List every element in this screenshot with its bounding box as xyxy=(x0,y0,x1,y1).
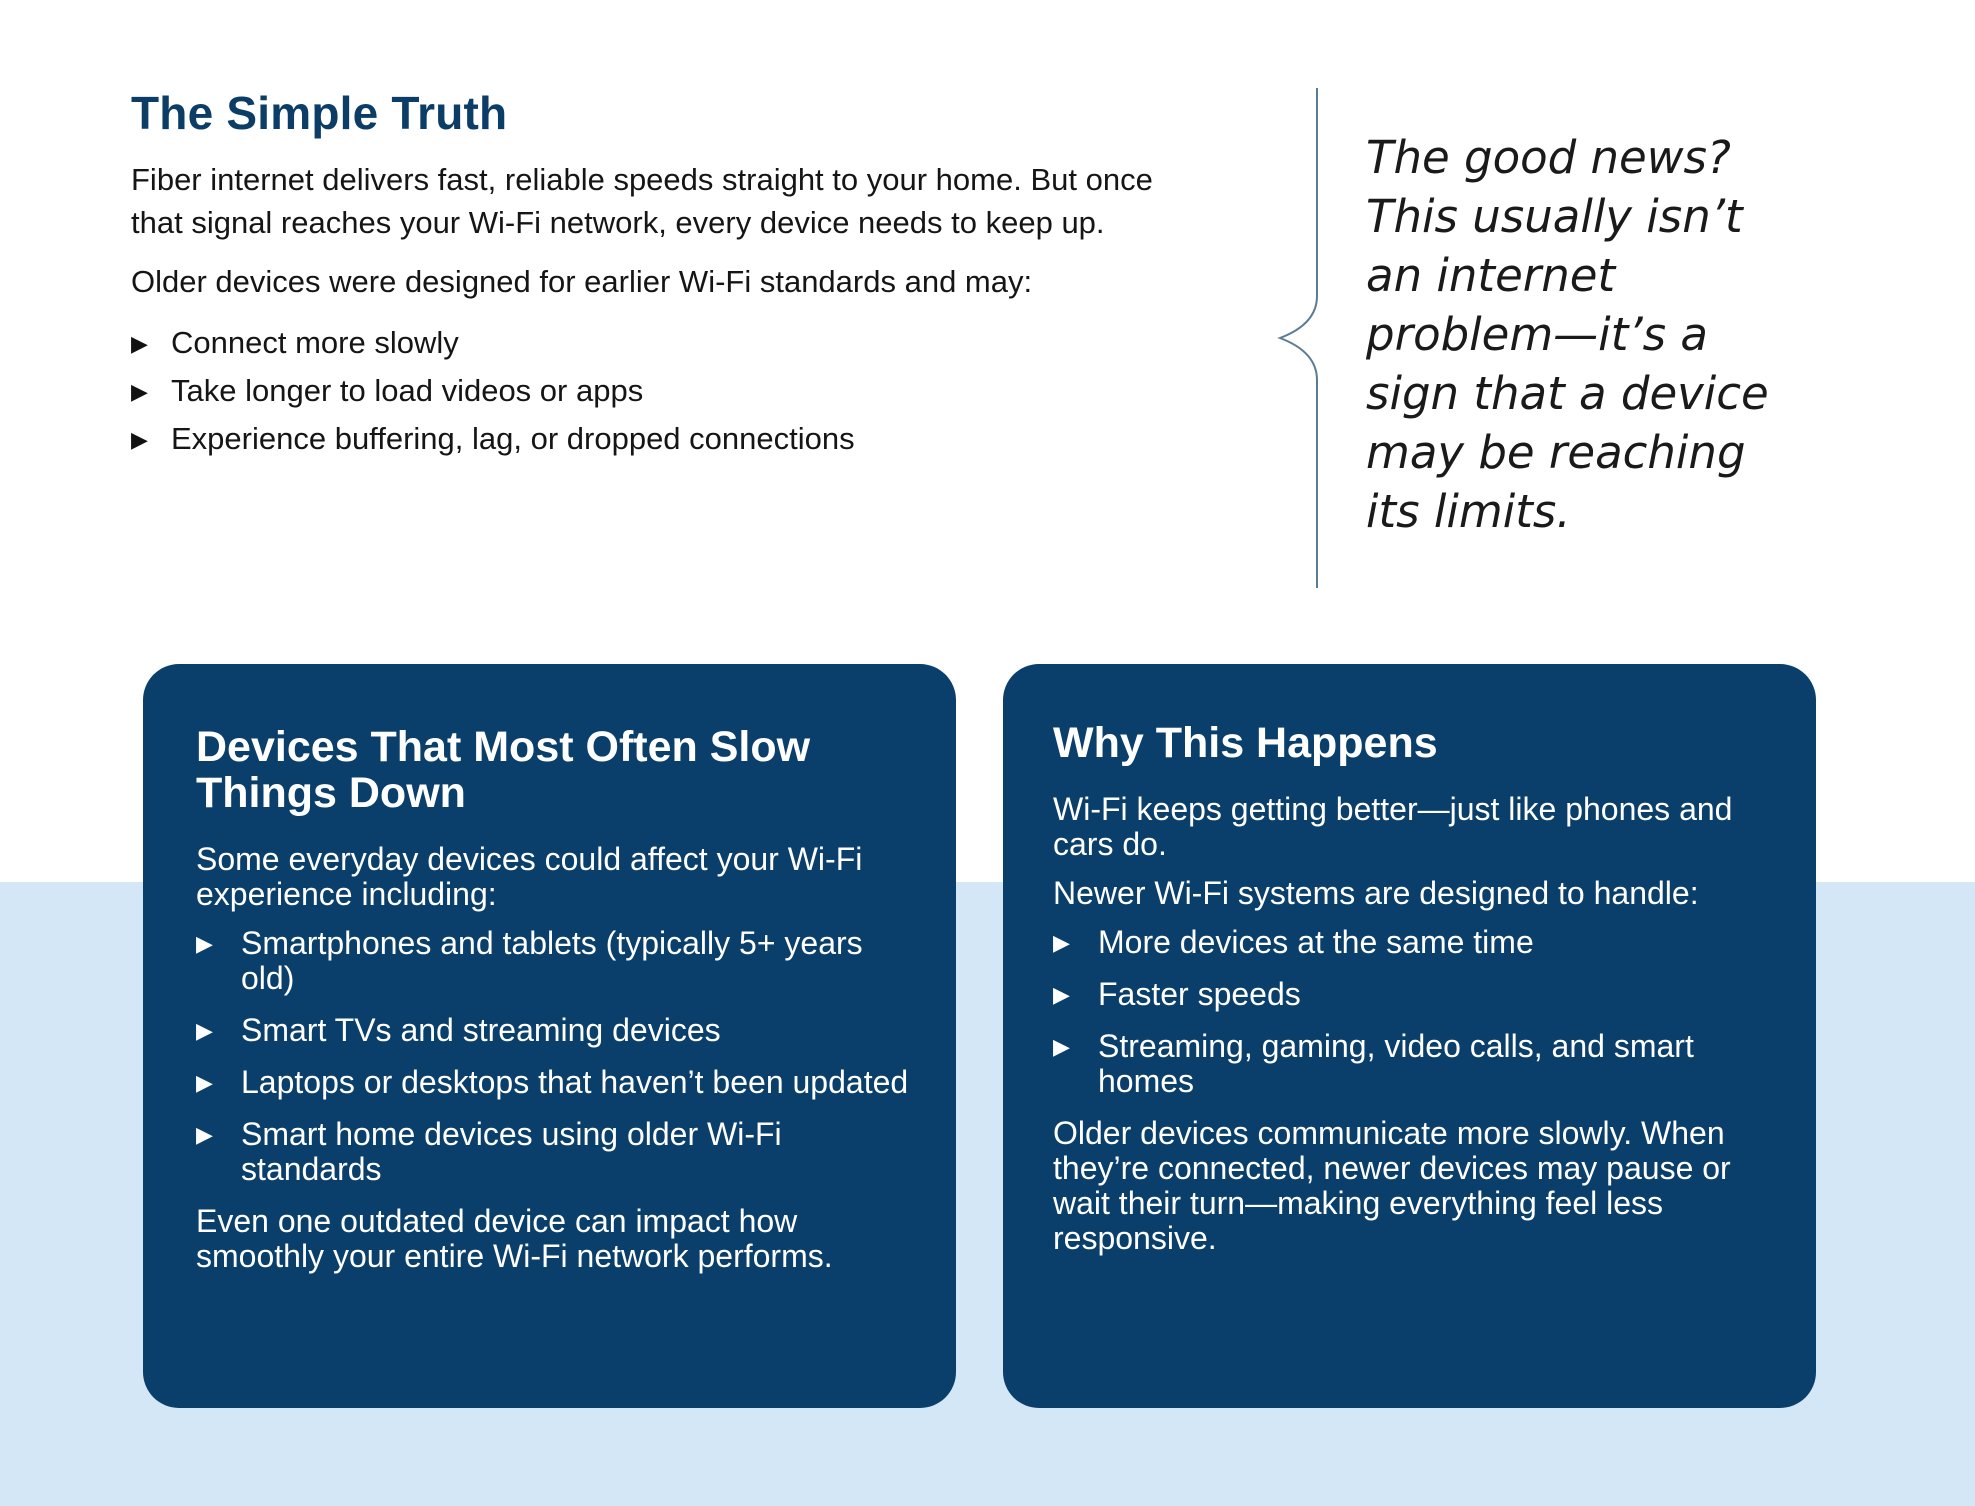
triangle-right-icon: ▶ xyxy=(1053,1034,1070,1059)
list-item: ▶Experience buffering, lag, or dropped c… xyxy=(131,415,1191,463)
triangle-right-icon: ▶ xyxy=(196,1018,213,1043)
card-footer: Even one outdated device can impact how … xyxy=(196,1203,833,1274)
section-title: The Simple Truth xyxy=(131,87,508,139)
triangle-right-icon: ▶ xyxy=(131,379,148,404)
list-item: ▶Connect more slowly xyxy=(131,319,1191,367)
list-item: ▶Laptops or desktops that haven’t been u… xyxy=(196,1064,909,1100)
list-item: ▶Smart home devices using older Wi-Fi st… xyxy=(196,1116,782,1187)
devices-card: Devices That Most Often Slow Things Down… xyxy=(143,664,956,1408)
curly-brace-icon xyxy=(1277,88,1318,588)
list-item: ▶Faster speeds xyxy=(1053,976,1301,1012)
pull-quote: The good news? This usually isn’t an int… xyxy=(1366,131,1769,538)
list-item: ▶Smartphones and tablets (typically 5+ y… xyxy=(196,925,863,996)
card-title: Why This Happens xyxy=(1053,719,1438,767)
list-item: ▶More devices at the same time xyxy=(1053,924,1534,960)
intro-section: The Simple Truth Fiber internet delivers… xyxy=(131,86,1191,463)
list-item: ▶Smart TVs and streaming devices xyxy=(196,1012,721,1048)
triangle-right-icon: ▶ xyxy=(1053,930,1070,955)
triangle-right-icon: ▶ xyxy=(131,331,148,356)
card-title: Devices That Most Often Slow Things Down xyxy=(196,723,811,817)
triangle-right-icon: ▶ xyxy=(196,1070,213,1095)
intro-bullet-list: ▶Connect more slowly ▶Take longer to loa… xyxy=(131,319,1191,463)
triangle-right-icon: ▶ xyxy=(196,1122,213,1147)
why-card: Why This Happens Wi-Fi keeps getting bet… xyxy=(1003,664,1816,1408)
card-paragraph-2: Newer Wi-Fi systems are designed to hand… xyxy=(1053,875,1699,911)
why-bullet-list: ▶More devices at the same time ▶Faster s… xyxy=(1053,925,1786,1099)
intro-paragraph-1: Fiber internet delivers fast, reliable s… xyxy=(131,162,1153,240)
list-item: ▶Streaming, gaming, video calls, and sma… xyxy=(1053,1028,1694,1099)
intro-paragraph-2: Older devices were designed for earlier … xyxy=(131,264,1033,299)
card-footer: Older devices communicate more slowly. W… xyxy=(1053,1115,1731,1256)
card-paragraph-1: Wi-Fi keeps getting better—just like pho… xyxy=(1053,791,1733,862)
triangle-right-icon: ▶ xyxy=(196,931,213,956)
triangle-right-icon: ▶ xyxy=(1053,982,1070,1007)
card-intro: Some everyday devices could affect your … xyxy=(196,841,863,912)
triangle-right-icon: ▶ xyxy=(131,427,148,452)
devices-bullet-list: ▶Smartphones and tablets (typically 5+ y… xyxy=(196,926,916,1187)
list-item: ▶Take longer to load videos or apps xyxy=(131,367,1191,415)
